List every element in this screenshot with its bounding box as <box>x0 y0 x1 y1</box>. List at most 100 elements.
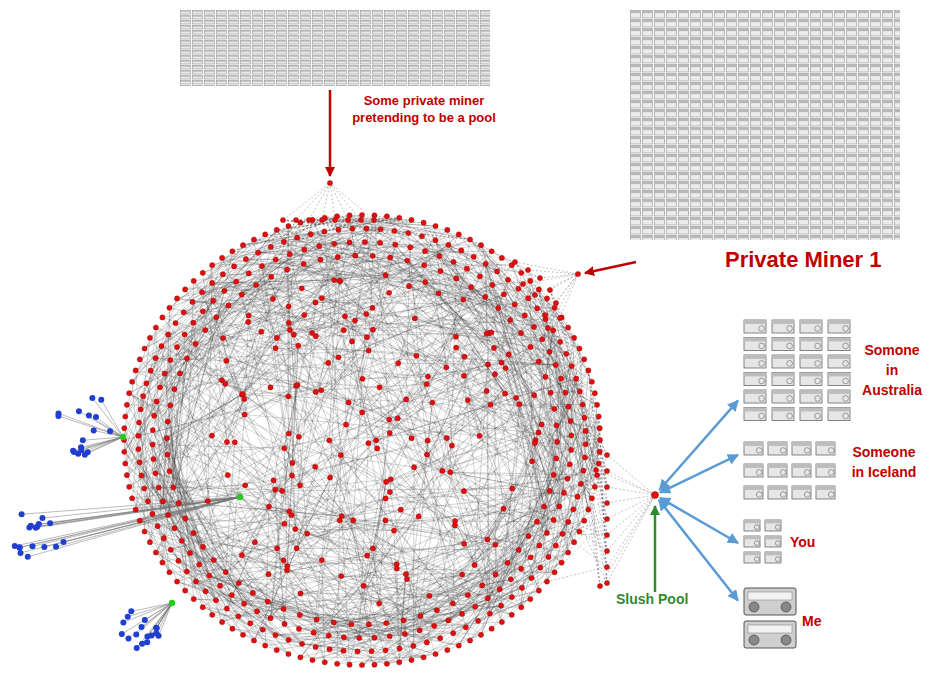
peer-dot <box>494 269 499 274</box>
peer-dot <box>165 452 170 457</box>
peer-dot <box>477 274 482 279</box>
peer-dot <box>597 426 602 431</box>
peer-dot <box>582 415 587 420</box>
peer-dot <box>519 585 524 590</box>
peer-dot <box>322 229 327 234</box>
peer-dot <box>461 297 466 302</box>
client-dot <box>70 448 76 454</box>
peer-dot <box>534 519 539 524</box>
peer-dot <box>366 348 371 353</box>
peer-dot <box>239 553 244 558</box>
client-dot <box>39 515 45 521</box>
peer-dot <box>207 573 212 578</box>
peer-dot <box>326 633 331 638</box>
peer-dot <box>604 580 609 585</box>
client-dot <box>41 544 47 550</box>
peer-dot <box>592 391 597 396</box>
peer-dot <box>230 626 235 631</box>
peer-dot <box>293 217 298 222</box>
double-arrow <box>659 500 738 601</box>
peer-dot <box>551 328 556 333</box>
peer-dot <box>444 365 449 370</box>
peer-dot <box>230 249 235 254</box>
peer-dot <box>438 268 443 273</box>
peer-dot <box>564 351 569 356</box>
peer-dot <box>371 217 376 222</box>
peer-dot <box>263 643 268 648</box>
peer-dot <box>346 400 351 405</box>
peer-dot <box>409 436 414 441</box>
peer-dot <box>298 591 303 596</box>
peer-dot <box>162 371 167 376</box>
peer-dot <box>319 217 324 222</box>
peer-dot <box>347 662 352 667</box>
peer-dot <box>327 180 332 185</box>
peer-dot <box>310 657 315 662</box>
peer-dot <box>387 417 392 422</box>
peer-dot <box>492 372 497 377</box>
peer-dot <box>489 249 494 254</box>
peer-dot <box>512 302 517 307</box>
peer-dot <box>375 446 380 451</box>
peer-dot <box>516 286 521 291</box>
peer-dot <box>374 438 379 443</box>
peer-dot <box>459 248 464 253</box>
peer-dot <box>141 394 146 399</box>
miner-group: Somone in Australia <box>738 318 926 424</box>
client-dot <box>134 645 140 651</box>
peer-dot <box>460 572 465 577</box>
peer-dot <box>462 541 467 546</box>
client-dot <box>17 545 23 551</box>
peer-dot <box>168 547 173 552</box>
peer-dot <box>536 430 541 435</box>
peer-dot <box>553 362 558 367</box>
peer-dot <box>360 376 365 381</box>
peer-dot <box>153 325 158 330</box>
peer-dot <box>167 305 172 310</box>
peer-dot <box>493 572 498 577</box>
peer-dot <box>501 506 506 511</box>
client-dot <box>55 410 61 416</box>
peer-dot <box>166 512 171 517</box>
peer-dot <box>273 346 278 351</box>
peer-dot <box>544 530 549 535</box>
peer-dot <box>593 467 598 472</box>
peer-dot <box>434 608 439 613</box>
peer-dot <box>269 274 274 279</box>
peer-dot <box>148 368 153 373</box>
client-dot <box>144 639 150 645</box>
client-dot <box>53 544 59 550</box>
peer-dot <box>147 335 152 340</box>
peer-dot <box>485 537 490 542</box>
peer-dot <box>597 583 602 588</box>
peer-dot <box>210 263 215 268</box>
peer-dot <box>387 290 392 295</box>
peer-dot <box>138 407 143 412</box>
peer-dot <box>406 230 411 235</box>
client-dot <box>78 444 84 450</box>
peer-dot <box>423 280 428 285</box>
peer-dot <box>406 283 411 288</box>
peer-dot <box>553 300 558 305</box>
peer-dot <box>456 643 461 648</box>
peer-dot <box>167 469 172 474</box>
peer-dot <box>522 313 527 318</box>
peer-dot <box>378 227 383 232</box>
peer-dot <box>525 267 530 272</box>
peer-dot <box>290 460 295 465</box>
peer-dot <box>339 573 344 578</box>
peer-dot <box>220 619 225 624</box>
miner-group: Someone in Iceland <box>738 440 926 508</box>
peer-dot <box>336 227 341 232</box>
peer-dot <box>259 263 264 268</box>
peer-dot <box>229 592 234 597</box>
peer-dot <box>471 254 476 259</box>
peer-dot <box>483 294 488 299</box>
peer-dot <box>358 217 363 222</box>
peer-dot <box>535 306 540 311</box>
peer-dot <box>422 263 427 268</box>
peer-dot <box>191 530 196 535</box>
client-dot <box>120 619 126 625</box>
peer-dot <box>123 414 128 419</box>
